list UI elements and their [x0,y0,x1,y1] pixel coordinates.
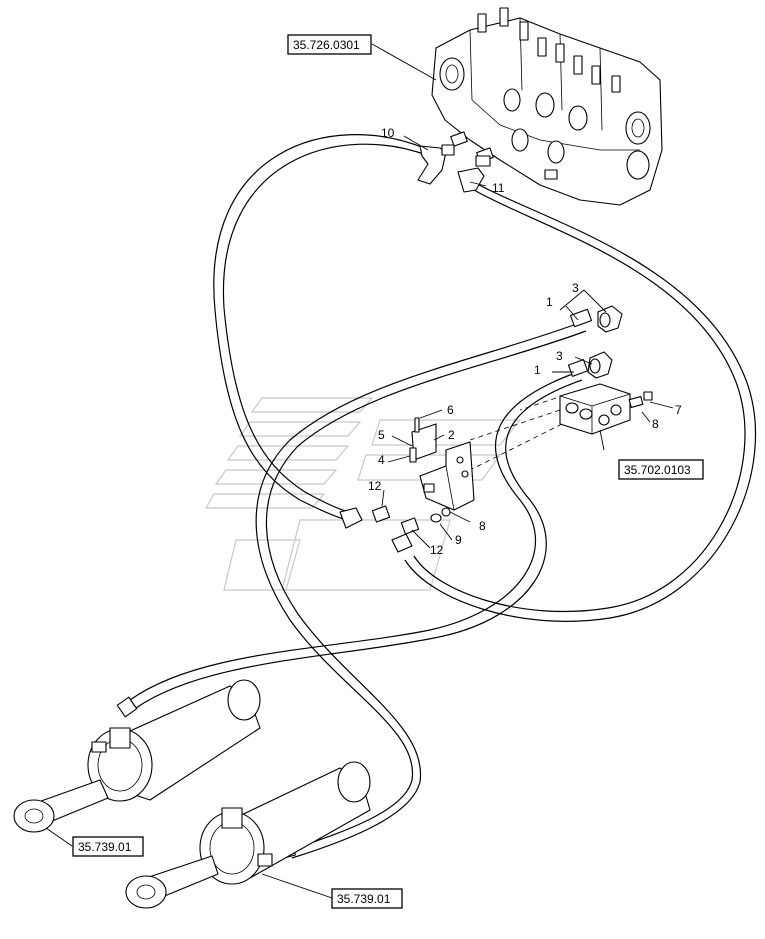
ref-valve-block: 35.702.0103 [618,459,704,480]
hose-10 [213,134,455,521]
ref-cylinder-right-label: 35.739.01 [337,892,391,906]
ref-cylinder-left-label: 35.739.01 [78,840,132,854]
valve-block [469,383,653,471]
bracket-2 [409,417,475,511]
callout-12-lower: 12 [430,543,444,557]
callout-12-upper: 12 [368,479,382,493]
callout-7: 7 [675,403,682,417]
callout-10: 10 [381,126,395,140]
callout-11: 11 [492,181,505,195]
ref-cylinder-right: 35.739.01 [331,888,403,909]
ref-control-valve-label: 35.726.0301 [293,38,360,52]
ref-control-valve: 35.726.0301 [287,34,372,55]
callout-1-lower: 1 [534,363,541,377]
ref-valve-block-label: 35.702.0103 [624,463,691,477]
elbow-fittings-3 [587,305,623,379]
ref-cylinder-left: 35.739.01 [72,836,144,857]
callout-6: 6 [447,403,454,417]
callout-3-upper: 3 [572,281,579,295]
callout-2: 2 [448,428,455,442]
adapters-12 [339,483,451,553]
callout-4: 4 [378,453,385,467]
callout-8-bracket: 8 [479,519,486,533]
callout-9: 9 [455,533,462,547]
callout-1-upper: 1 [546,295,553,309]
cylinder-right [125,761,371,909]
hose-11 [404,155,756,622]
cylinder-left [13,679,261,833]
callouts: 1 1 2 3 3 4 5 6 7 8 8 9 10 11 12 12 [368,126,682,557]
callout-8-block: 8 [652,417,659,431]
control-valve-bank [431,7,663,206]
leader-lines [45,43,674,899]
callout-5: 5 [378,428,385,442]
callout-3-lower: 3 [556,349,563,363]
